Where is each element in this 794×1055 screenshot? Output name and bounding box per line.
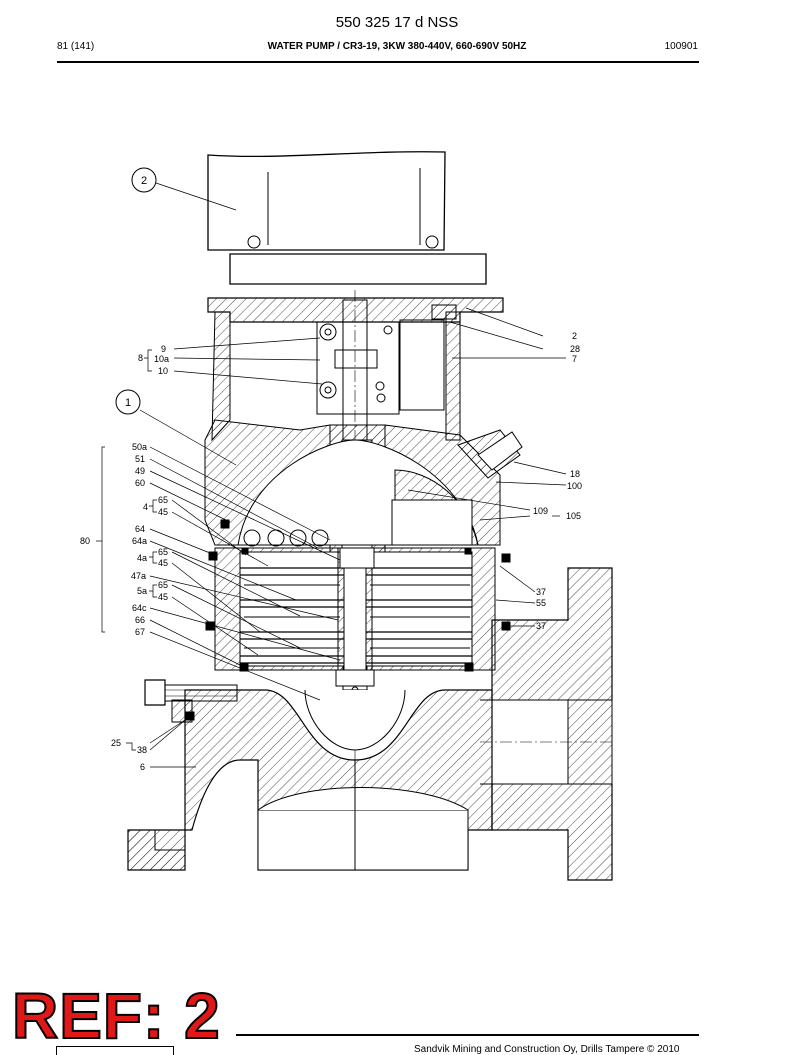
header-rule	[57, 61, 699, 63]
label-37-lower: 37	[536, 621, 546, 631]
label-65-c: 65	[158, 580, 168, 590]
label-45-a: 45	[158, 507, 168, 517]
label-7: 7	[572, 354, 577, 364]
label-10: 10	[158, 366, 168, 376]
label-80: 80	[80, 536, 90, 546]
label-38: 38	[137, 745, 147, 755]
label-10a: 10a	[154, 354, 169, 364]
motor-flange	[229, 253, 487, 285]
drain-plug	[144, 679, 166, 706]
callout-circle-2: 2	[141, 175, 147, 187]
label-55: 55	[536, 598, 546, 608]
callout-circle-1: 1	[125, 397, 131, 409]
label-8: 8	[138, 353, 143, 363]
label-4: 4	[143, 502, 148, 512]
label-64c: 64c	[132, 603, 147, 613]
label-28: 28	[570, 344, 580, 354]
label-45-b: 45	[158, 558, 168, 568]
page-title: WATER PUMP / CR3-19, 3KW 380-440V, 660-6…	[267, 41, 527, 52]
label-65-b: 65	[158, 547, 168, 557]
motor-housing	[207, 151, 446, 251]
label-105: 105	[566, 511, 581, 521]
label-5a: 5a	[137, 586, 147, 596]
company-logo	[56, 1046, 174, 1055]
label-45-c: 45	[158, 592, 168, 602]
label-64a: 64a	[132, 536, 147, 546]
label-4a: 4a	[137, 553, 147, 563]
label-9: 9	[161, 344, 166, 354]
label-47a: 47a	[131, 571, 146, 581]
coupling-guard-left	[211, 311, 231, 442]
label-6: 6	[140, 762, 145, 772]
label-64: 64	[135, 524, 145, 534]
reference-stamp: REF: 2	[11, 980, 221, 1052]
label-65-a: 65	[158, 495, 168, 505]
footer-rule	[236, 1034, 699, 1036]
coupling	[316, 321, 400, 415]
label-49: 49	[135, 466, 145, 476]
label-109: 109	[533, 506, 548, 516]
label-50a: 50a	[132, 442, 147, 452]
label-2: 2	[572, 331, 577, 341]
label-67: 67	[135, 627, 145, 637]
document-code: 100901	[664, 41, 698, 52]
label-25: 25	[111, 738, 121, 748]
document-number: 550 325 17 d NSS	[335, 14, 459, 31]
label-18: 18	[570, 469, 580, 479]
coupling-guard-right	[445, 311, 461, 441]
label-66: 66	[135, 615, 145, 625]
label-100: 100	[567, 481, 582, 491]
page-number: 81 (141)	[57, 41, 95, 52]
label-60: 60	[135, 478, 145, 488]
label-51: 51	[135, 454, 145, 464]
footer-copyright: Sandvik Mining and Construction Oy, Dril…	[414, 1044, 680, 1055]
label-37-upper: 37	[536, 587, 546, 597]
